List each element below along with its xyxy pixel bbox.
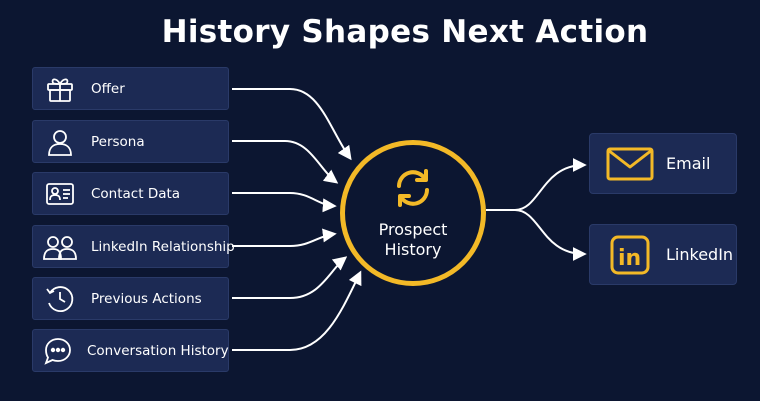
output-label: Email bbox=[666, 154, 711, 173]
connector-offer bbox=[232, 88, 352, 161]
refresh-cycle-icon bbox=[391, 166, 435, 214]
input-label: Conversation History bbox=[87, 342, 229, 359]
history-clock-icon bbox=[43, 282, 77, 316]
hub-label: Prospect History bbox=[378, 220, 448, 259]
input-contact-data: Contact Data bbox=[32, 172, 229, 215]
connector-conversation-history bbox=[232, 270, 362, 351]
input-label: LinkedIn Relationship bbox=[91, 238, 235, 255]
connector-previous-actions bbox=[232, 256, 348, 299]
input-label: Previous Actions bbox=[91, 290, 202, 307]
person-icon bbox=[43, 125, 77, 159]
input-conversation-history: Conversation History bbox=[32, 329, 229, 372]
connector-linkedin bbox=[514, 209, 587, 261]
contact-card-icon bbox=[43, 177, 77, 211]
linkedin-icon: in bbox=[604, 235, 656, 275]
gift-icon bbox=[43, 72, 77, 106]
input-persona: Persona bbox=[32, 120, 229, 163]
input-offer: Offer bbox=[32, 67, 229, 110]
input-label: Offer bbox=[91, 80, 125, 97]
output-linkedin: in LinkedIn bbox=[589, 224, 737, 285]
connector-persona bbox=[232, 140, 339, 184]
input-label: Persona bbox=[91, 133, 145, 150]
input-label: Contact Data bbox=[91, 185, 181, 202]
connector-linkedin-relationship bbox=[232, 228, 337, 247]
connector-contact-data bbox=[232, 192, 337, 213]
prospect-history-hub: Prospect History bbox=[340, 140, 486, 286]
output-email: Email bbox=[589, 133, 737, 194]
people-icon bbox=[43, 230, 77, 264]
diagram-title: History Shapes Next Action bbox=[161, 14, 649, 50]
input-previous-actions: Previous Actions bbox=[32, 277, 229, 320]
svg-text:in: in bbox=[618, 246, 641, 271]
email-icon bbox=[604, 144, 656, 184]
connector-email bbox=[514, 158, 587, 211]
input-linkedin-relationship: LinkedIn Relationship bbox=[32, 225, 235, 268]
chat-bubble-icon bbox=[43, 334, 73, 368]
output-label: LinkedIn bbox=[666, 245, 734, 264]
